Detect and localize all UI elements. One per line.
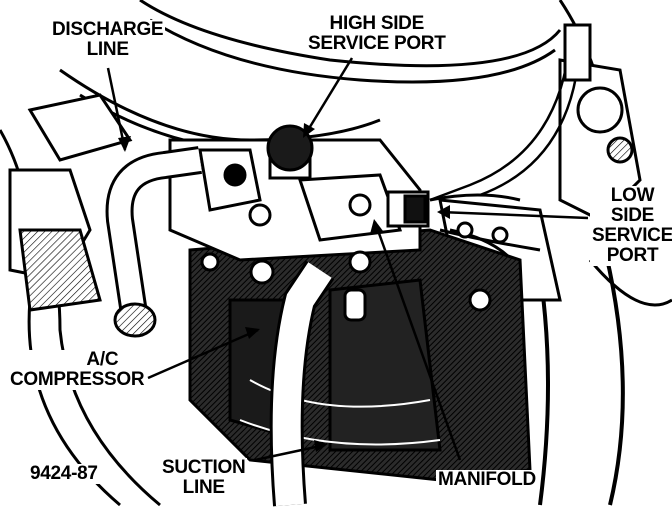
low-side-service-port-fitting <box>386 190 541 252</box>
high-side-service-port-cap <box>266 124 314 180</box>
leader-arrowheads <box>118 123 450 452</box>
label-high-side-service-port-2: SERVICE PORT <box>308 33 446 54</box>
bolts <box>200 221 509 322</box>
figure-number: 9424-87 <box>28 463 100 484</box>
label-ac-compressor: A/C COMPRESSOR <box>8 349 147 390</box>
label-suction-line: SUCTION LINE <box>160 457 248 498</box>
label-ac-compressor-2: COMPRESSOR <box>10 369 145 390</box>
label-suction-line-1: SUCTION <box>162 457 246 478</box>
leader-lines <box>106 57 589 462</box>
label-suction-line-2: LINE <box>182 477 225 498</box>
label-low-side-service-port-2: SIDE <box>610 205 655 226</box>
wiring-harness <box>429 23 592 202</box>
label-low-side-service-port-1: LOW <box>610 185 655 206</box>
label-high-side-service-port: HIGH SIDE SERVICE PORT <box>306 14 448 54</box>
label-low-side-service-port-3: SERVICE <box>592 225 672 246</box>
manifold-head <box>168 138 422 262</box>
label-ac-compressor-1: A/C <box>86 349 119 370</box>
label-discharge-line: DISCHARGE LINE <box>50 19 166 60</box>
label-low-side-service-port-4: PORT <box>606 245 659 266</box>
label-manifold: MANIFOLD <box>436 469 538 490</box>
discharge-line-hose <box>105 146 202 338</box>
left-bracket <box>8 93 133 312</box>
label-discharge-line-1: DISCHARGE <box>52 19 164 40</box>
label-low-side-service-port: LOW SIDE SERVICE PORT <box>590 186 672 266</box>
suction-line-hose <box>269 260 335 507</box>
label-discharge-line-2: LINE <box>86 39 129 60</box>
label-high-side-service-port-1: HIGH SIDE <box>329 13 425 34</box>
